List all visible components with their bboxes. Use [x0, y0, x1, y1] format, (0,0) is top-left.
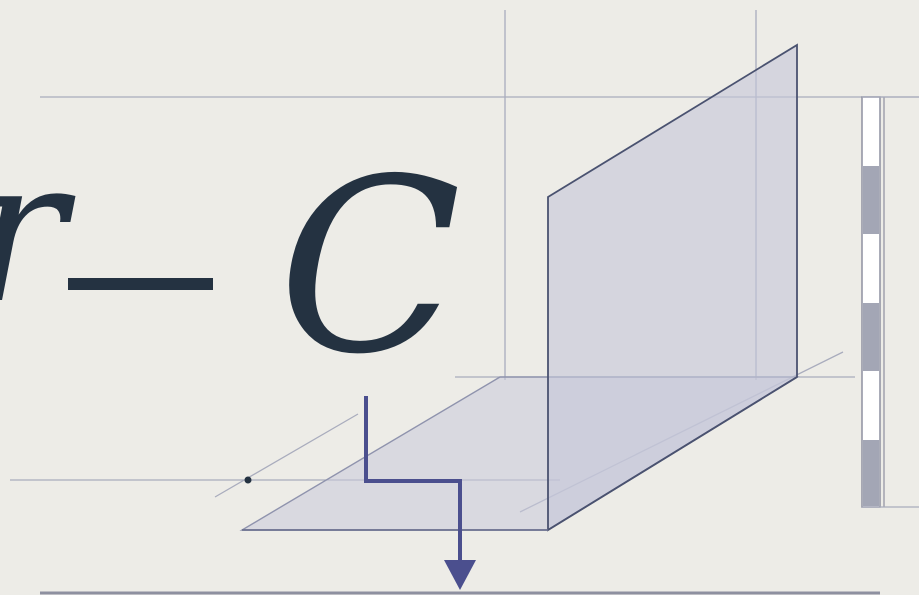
scale-bar-segment [863, 166, 879, 234]
formula-symbol-c: C [278, 127, 462, 407]
formula-minus-sign [68, 278, 213, 290]
scale-bar [861, 96, 919, 508]
scale-bar-segment [863, 303, 879, 371]
formula-leading-fragment: r [0, 115, 76, 348]
point-marker [244, 476, 252, 484]
stepped-arrow-path [364, 396, 462, 562]
scale-bar-segment [863, 440, 879, 506]
plane-corner-edge [547, 376, 798, 531]
guide-line-diagonal-left [214, 413, 359, 498]
arrow-head-icon [444, 560, 476, 590]
